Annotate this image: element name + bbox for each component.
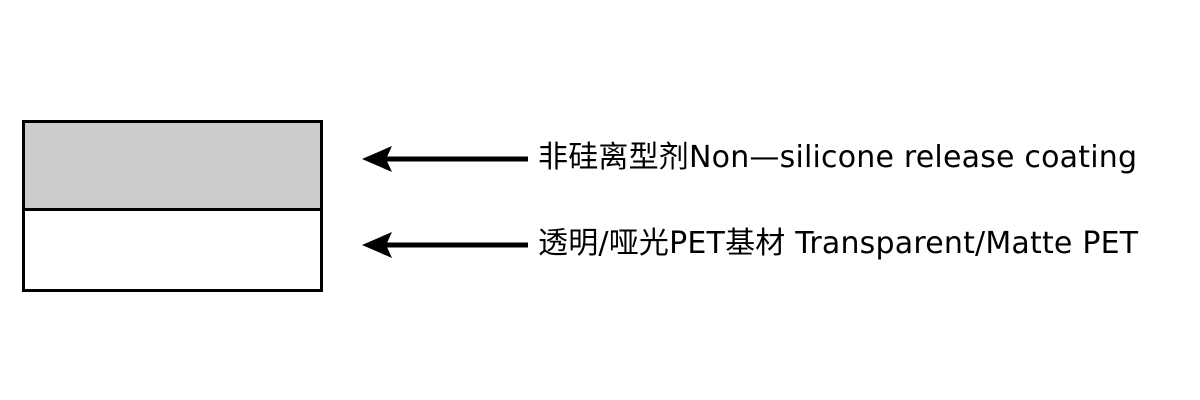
pet-substrate-label: 透明/哑光PET基材 Transparent/Matte PET bbox=[538, 226, 1139, 261]
release-coating-arrow-icon bbox=[362, 146, 528, 172]
release-coating-label: 非硅离型剂Non—silicone release coating bbox=[538, 140, 1138, 175]
layer-stack bbox=[22, 120, 323, 292]
release-coating-layer bbox=[25, 123, 320, 211]
pet-substrate-arrow-icon bbox=[362, 232, 528, 258]
pet-substrate-layer bbox=[25, 211, 320, 289]
